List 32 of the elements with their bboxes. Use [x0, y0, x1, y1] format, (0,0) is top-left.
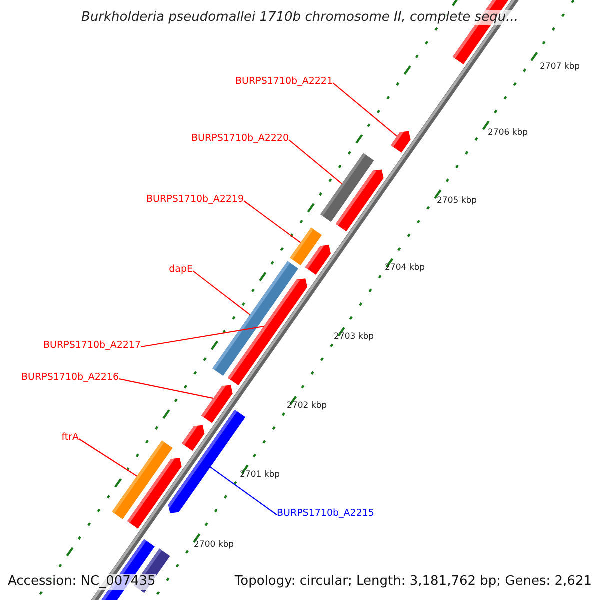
gene-bar	[112, 440, 173, 520]
gene-label: BURPS1710b_A2216	[22, 372, 119, 384]
gene-bar	[290, 228, 322, 266]
info-text: Topology: circular; Length: 3,181,762 bp; Genes: 2,621	[234, 574, 592, 590]
leader-line	[288, 140, 342, 184]
scale-label: 2702 kbp	[287, 401, 328, 411]
leader-line	[192, 270, 251, 316]
gene-bar	[320, 153, 374, 222]
leader-line	[210, 466, 278, 516]
scale-label: 2707 kbp	[540, 62, 580, 72]
scale-label: 2706 kbp	[488, 128, 528, 138]
gene-label: dapE	[169, 264, 193, 276]
leader-line	[332, 82, 398, 137]
gene-label: BURPS1710b_A2217	[44, 340, 141, 352]
gene-bar	[202, 385, 233, 424]
scale-label: 2704 kbp	[385, 263, 426, 273]
scale-label: 2703 kbp	[334, 332, 374, 342]
gene-label: BURPS1710b_A2215	[277, 508, 374, 520]
leader-line	[244, 200, 302, 244]
scale-label: 2705 kbp	[437, 196, 478, 206]
gene-bar	[391, 131, 411, 153]
gene-label: ftrA	[62, 432, 79, 444]
scale-label: 2701 kbp	[240, 470, 280, 480]
gene-label: BURPS1710b_A2221	[236, 76, 333, 88]
leader-line	[118, 378, 214, 400]
leader-line	[78, 438, 138, 477]
gene-label: BURPS1710b_A2219	[146, 194, 244, 206]
gene-bar	[228, 278, 308, 386]
info-text: Accession: NC_007435	[8, 574, 156, 590]
scale-label: 2700 kbp	[194, 540, 234, 550]
leader-line	[140, 326, 264, 348]
gene-label: BURPS1710b_A2220	[192, 133, 289, 145]
